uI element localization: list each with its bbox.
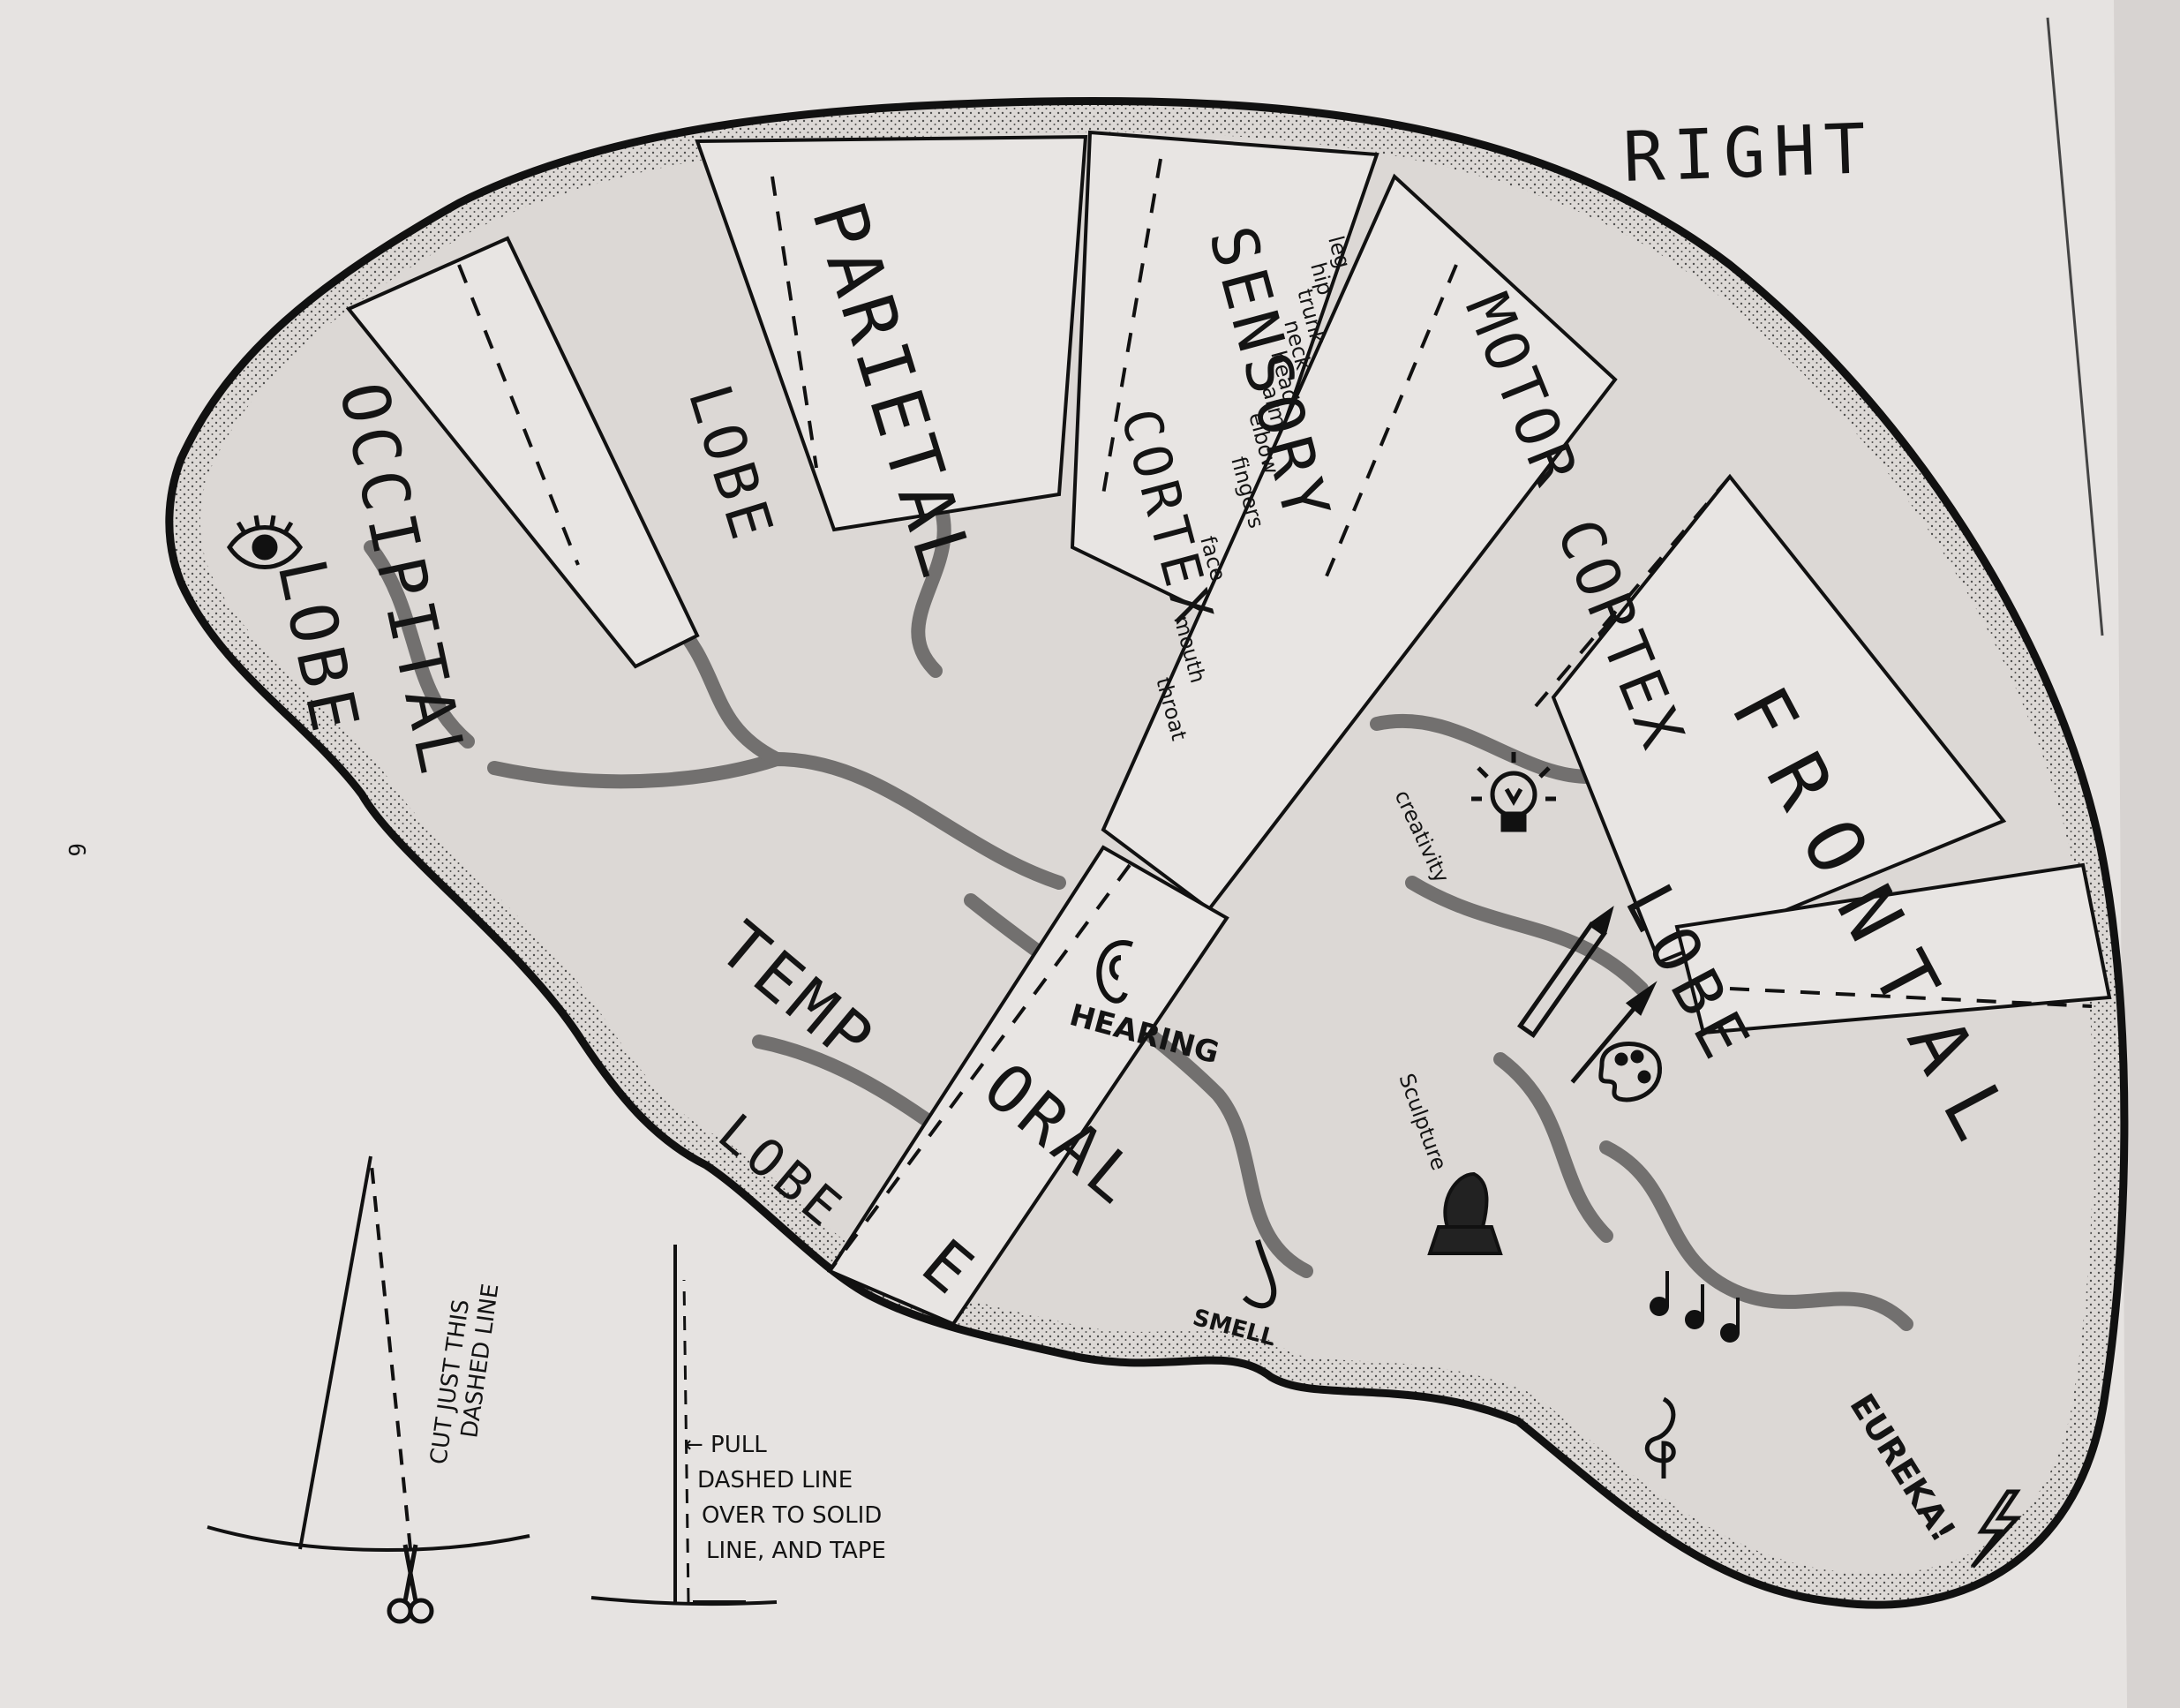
scissors-icon	[387, 1544, 434, 1624]
eye-icon	[226, 515, 304, 569]
svg-text:← PULL: ← PULL	[684, 1432, 767, 1458]
pencil-icon	[1516, 906, 1614, 1038]
nose-icon	[1242, 1239, 1277, 1309]
corner-label-right: RIGHT	[1622, 109, 1876, 198]
svg-text:DASHED LINE: DASHED LINE	[697, 1467, 853, 1494]
lightning-bolt-icon	[1971, 1489, 2022, 1569]
cut-strips	[345, 130, 2112, 1327]
palette-icon	[1598, 1042, 1662, 1102]
treble-clef-icon	[1644, 1396, 1676, 1479]
page-number: 6	[63, 843, 89, 857]
lightbulb-icon	[1471, 752, 1556, 832]
sculpture-icon	[1427, 1171, 1503, 1255]
music-notes-icon	[1650, 1271, 1740, 1343]
paintbrush-icon	[1570, 981, 1658, 1084]
pull-instruction-diagram: ← PULL DASHED LINE OVER TO SOLID LINE, A…	[590, 1245, 886, 1606]
dashed-cut-lines	[457, 158, 2093, 1273]
svg-text:OVER TO SOLID: OVER TO SOLID	[702, 1502, 882, 1529]
ear-icon	[1096, 940, 1134, 1004]
svg-text:LINE, AND TAPE: LINE, AND TAPE	[706, 1538, 886, 1564]
